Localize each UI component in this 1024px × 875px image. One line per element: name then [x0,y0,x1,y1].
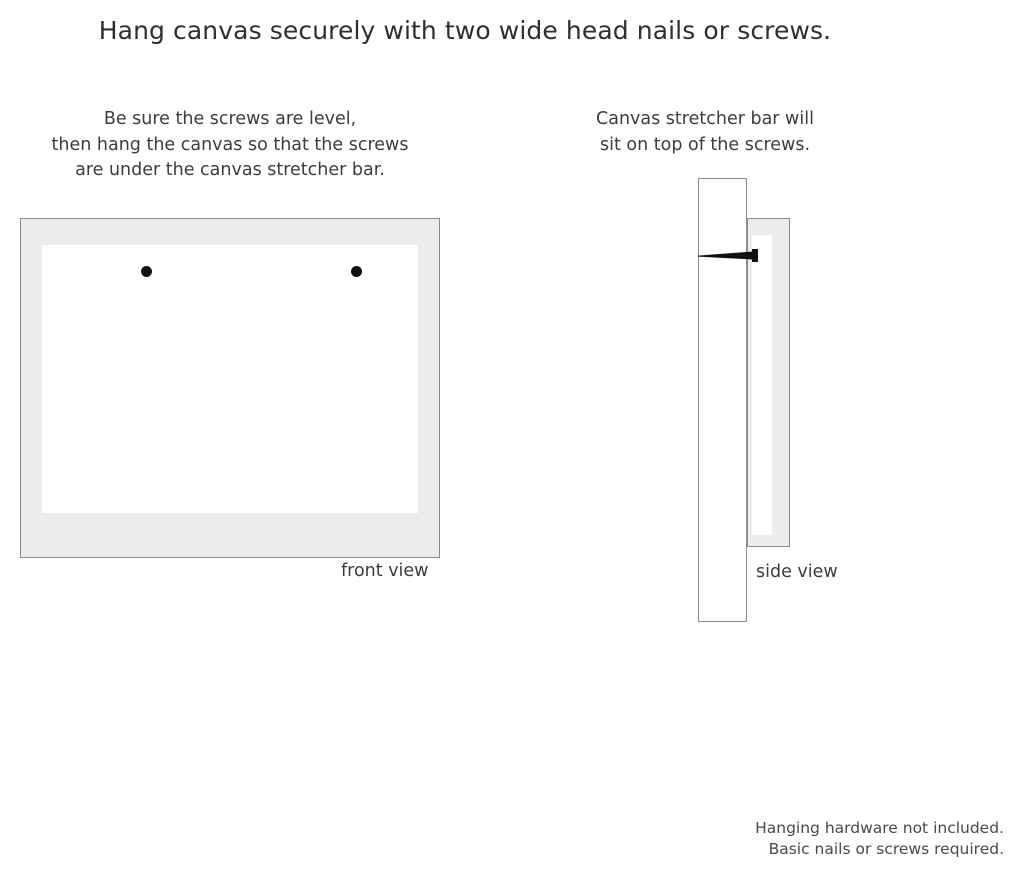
front-view-caption-line-2: then hang the canvas so that the screws [51,134,409,155]
side-view-label: side view [756,562,838,582]
side-view-caption-line-2: sit on top of the screws. [599,134,811,155]
side-view-stretcher-bar [752,235,772,535]
front-view-label: front view [341,561,429,581]
screw-head-left-icon [141,266,152,277]
screw-side-profile-icon [698,249,758,262]
front-view-caption-line-3: are under the canvas stretcher bar. [75,160,385,180]
side-view-wall [698,178,747,622]
front-view-caption: Be sure the screws are level, then hang … [20,107,440,184]
side-view-caption: Canvas stretcher bar will sit on top of … [565,107,845,158]
footer-note-line-1: Hanging hardware not included. [755,819,1004,837]
side-view-canvas-profile [747,218,790,547]
page-title: Hang canvas securely with two wide head … [98,16,832,45]
front-view-caption-line-1: Be sure the screws are level, [103,109,357,129]
footer-note-line-2: Basic nails or screws required. [768,840,1004,858]
screw-head-right-icon [351,266,362,277]
footer-note: Hanging hardware not included. Basic nai… [604,818,1004,860]
front-view-canvas-face [42,245,418,513]
side-view-caption-line-1: Canvas stretcher bar will [596,109,814,129]
front-view-canvas-frame [20,218,440,558]
